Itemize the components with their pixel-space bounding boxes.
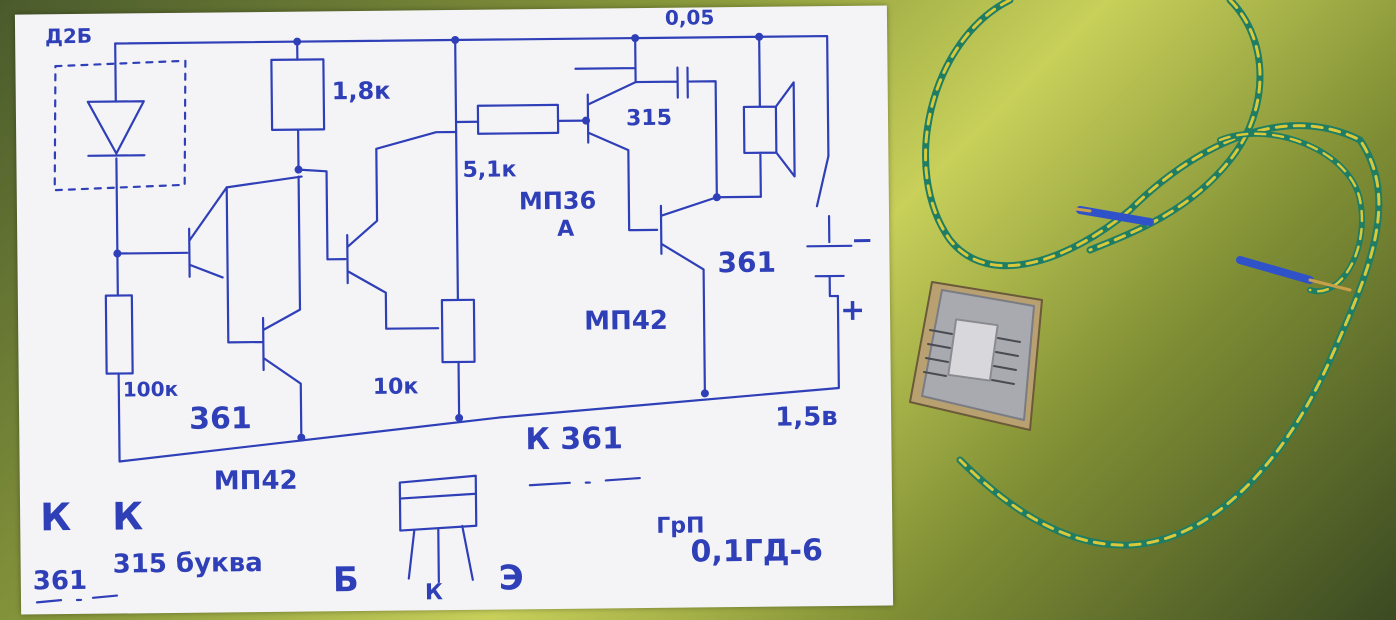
- circuit-board: [909, 281, 1043, 431]
- label-t-361-left: 361: [188, 401, 252, 437]
- label-t-mid: 315: [625, 105, 673, 132]
- label-t-mp42-bottom: МП42: [213, 465, 298, 497]
- diode-dashed-box: [53, 59, 187, 192]
- label-t-361-right: 361: [717, 245, 777, 280]
- capacitor-0-05: [634, 66, 718, 199]
- label-speaker: 0,1ГД-6: [690, 533, 824, 570]
- label-battery: 1,5в: [774, 401, 838, 433]
- top-rail-wire: [114, 34, 830, 158]
- underline-marks: [35, 476, 641, 604]
- wire-assembly: [909, 0, 1383, 549]
- speaker-symbol: [742, 35, 796, 198]
- label-plus: +: [839, 292, 866, 328]
- r10k-wires: [454, 38, 461, 420]
- resistor-100k: [104, 294, 134, 375]
- q1-base-wire: [116, 251, 189, 255]
- pin-b: Б: [332, 560, 359, 601]
- resistor-1-8k: [270, 58, 326, 131]
- transistor-q1: [188, 175, 303, 279]
- connector-pins: [1074, 206, 1352, 292]
- label-t-a: А: [557, 216, 575, 242]
- label-cap: 0,05: [664, 5, 715, 30]
- label-r-left: 100к: [122, 376, 179, 402]
- battery-symbol: [806, 154, 853, 298]
- schematic-drawing: [35, 32, 853, 604]
- resistor-5-1k: [476, 103, 560, 135]
- transistor-pinout-sketch: [398, 474, 478, 584]
- legend-361: 361: [32, 565, 88, 597]
- pin-e: Э: [498, 558, 524, 599]
- junction-dots: [113, 32, 764, 442]
- label-t-mp42-right: МП42: [583, 305, 669, 337]
- label-t-mp36: МП36: [518, 186, 597, 216]
- legend-k1: К: [39, 495, 72, 540]
- label-r-mid: 5,1к: [462, 157, 517, 183]
- paper-sheet: Д2Б 1,8к 0,05 5,1к 315 МП36 А 100к 361 1…: [14, 5, 894, 615]
- wire-loop-green: [922, 0, 1383, 549]
- transistor-q2: [225, 175, 303, 439]
- resistor-10k: [440, 298, 476, 364]
- label-minus: −: [851, 225, 874, 256]
- transistor-mp42-right: [659, 195, 762, 395]
- wire-right-yellow: [1218, 132, 1364, 293]
- pin-k: К: [424, 580, 444, 606]
- label-k-361: К 361: [525, 421, 624, 458]
- diode-symbol: [86, 100, 146, 157]
- r51k-wires: [454, 119, 588, 124]
- wire-loop-yellow: [924, 0, 1381, 547]
- wire-loop-top-yellow: [1088, 0, 1262, 252]
- label-diode: Д2Б: [44, 23, 93, 49]
- legend-k2: К: [111, 494, 144, 539]
- label-r-top: 1,8к: [331, 76, 391, 106]
- wire-right-green: [1217, 130, 1365, 295]
- label-r-10k: 10к: [372, 374, 419, 400]
- transistor-q3: [346, 130, 458, 330]
- q3-base-wire: [297, 168, 347, 261]
- legend-315: 315 буква: [112, 548, 263, 580]
- r-top-wires: [296, 40, 300, 171]
